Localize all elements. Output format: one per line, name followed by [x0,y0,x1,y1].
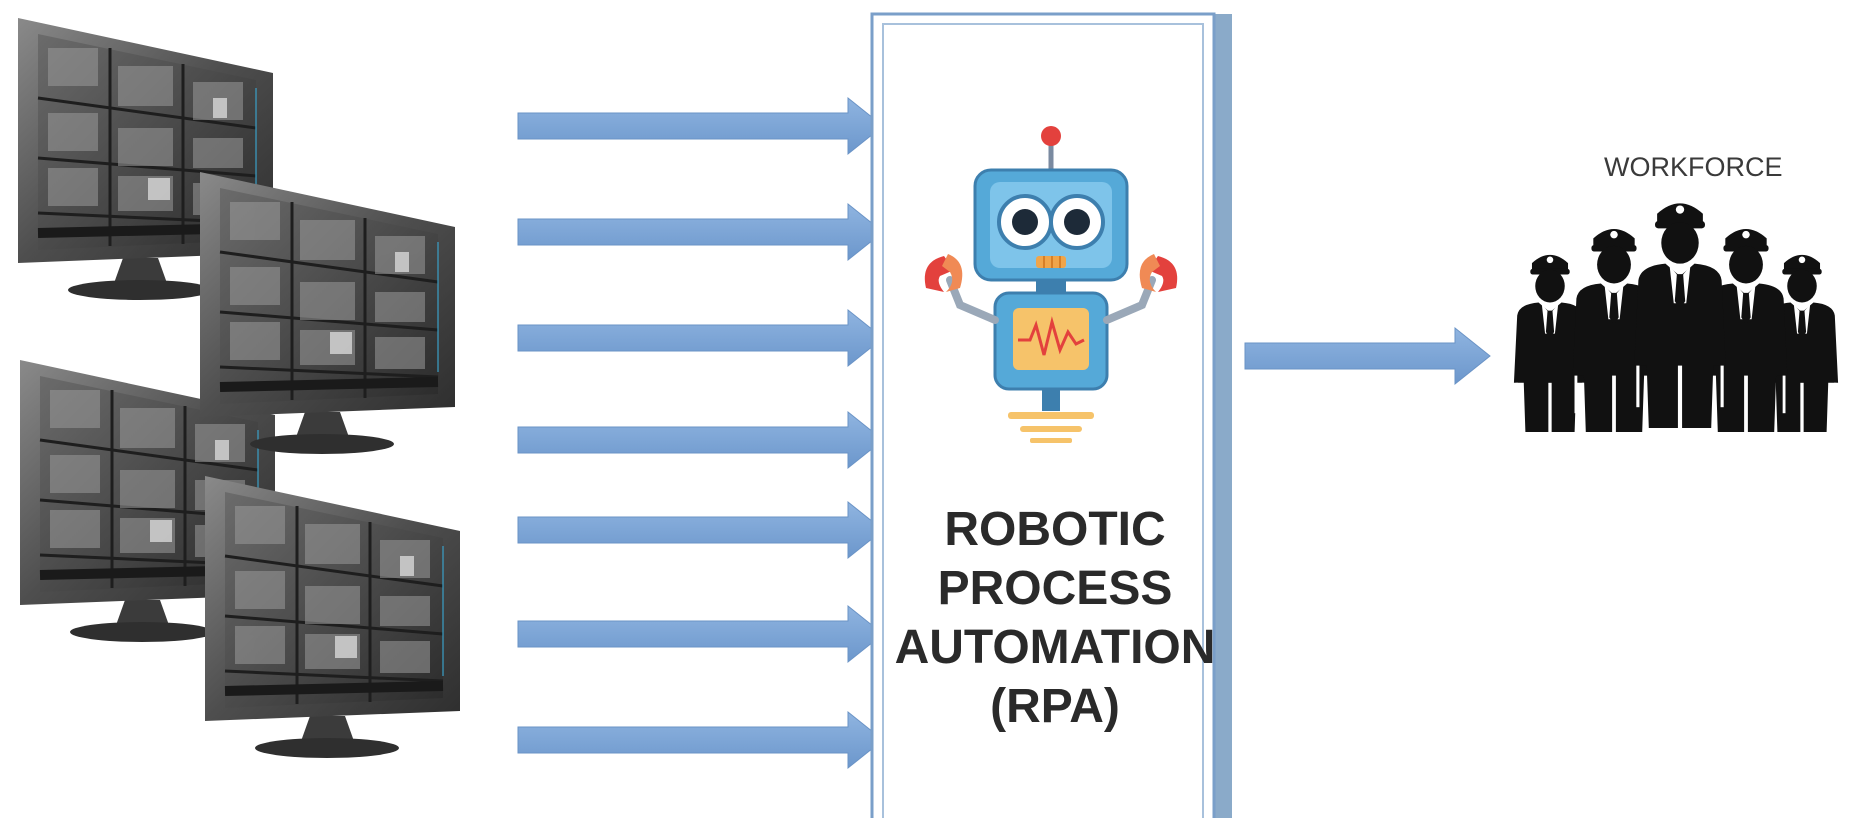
rpa-label: ROBOTIC PROCESS AUTOMATION (RPA) [880,500,1230,736]
rpa-line-1: ROBOTIC [944,503,1166,556]
input-arrow-3 [517,309,884,367]
security-guard-icon [1513,203,1839,432]
input-arrow-5 [517,501,884,559]
monitor-4 [205,476,460,758]
input-arrow-7 [517,711,884,769]
rpa-line-3: AUTOMATION [894,621,1216,674]
input-arrow-6 [517,605,884,663]
monitor-3 [200,172,455,454]
input-arrow-2 [517,203,884,261]
rpa-line-2: PROCESS [937,562,1173,615]
input-arrow-4 [517,411,884,469]
output-arrow [1244,326,1491,386]
rpa-line-4: (RPA) [990,680,1120,733]
robot-icon [924,126,1178,443]
input-arrow-1 [517,97,884,155]
workforce-label: WORKFORCE [1604,152,1783,182]
